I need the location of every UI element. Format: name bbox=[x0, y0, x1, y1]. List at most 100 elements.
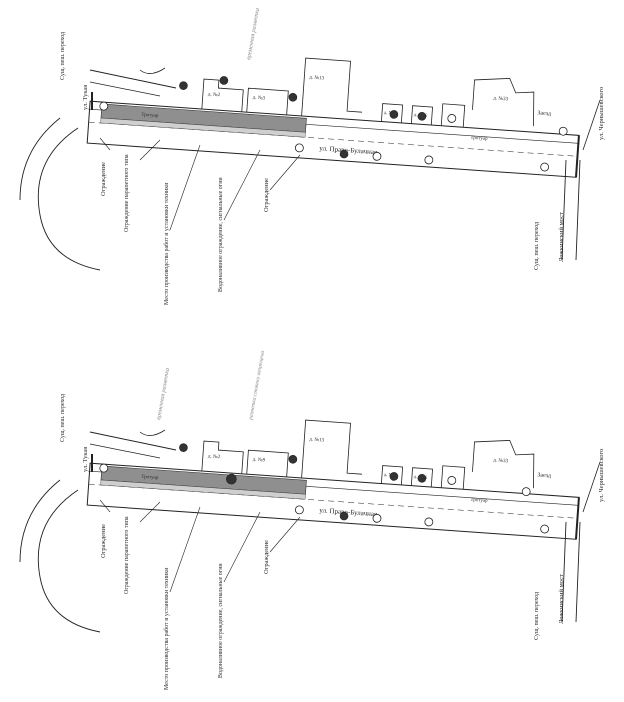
zaezd-label: Заезд bbox=[537, 472, 551, 479]
leader bbox=[269, 154, 301, 191]
work-site-label: Место производства работ и установки тех… bbox=[163, 182, 170, 305]
leader bbox=[99, 499, 111, 513]
sign-icon bbox=[447, 114, 457, 123]
building-outline bbox=[472, 439, 535, 489]
building-outline bbox=[301, 419, 363, 478]
building-outline bbox=[246, 87, 289, 115]
leader bbox=[223, 149, 261, 221]
building-number: д. №2 bbox=[208, 91, 221, 98]
fence-label: Ограждение bbox=[263, 540, 270, 574]
curb-arc bbox=[19, 479, 61, 563]
curb-arc bbox=[19, 117, 61, 201]
sign-icon bbox=[424, 517, 434, 527]
street-right-label: ул. Чернышевского bbox=[598, 87, 605, 140]
fence-label: Ограждение bbox=[100, 524, 107, 558]
road-edge bbox=[139, 429, 166, 436]
sign-icon bbox=[294, 143, 304, 153]
bridge-edge bbox=[575, 159, 581, 261]
street-name: ул. Право-Булачная bbox=[319, 506, 378, 518]
water-fence-label: Водоналивное ограждение, сигнальные огни bbox=[218, 563, 224, 678]
sign-icon bbox=[179, 81, 188, 90]
leader bbox=[99, 137, 111, 151]
leader bbox=[223, 511, 261, 583]
sidewalk-label: Тротуар bbox=[470, 498, 488, 504]
leader bbox=[169, 144, 201, 231]
plan-bottom: Тротуар Тротуар ул. Право-Булачная д. №2… bbox=[19, 350, 605, 690]
road-edge bbox=[582, 99, 601, 151]
street-band-bottom: Тротуар Тротуар ул. Право-Булачная д. №2… bbox=[86, 419, 580, 540]
sign-icon bbox=[389, 472, 399, 481]
sidewalk-label: Тротуар bbox=[141, 475, 159, 481]
sign-icon bbox=[417, 112, 427, 121]
fence-parapet-label: Ограждение парапетного типа bbox=[124, 154, 130, 232]
sign-icon bbox=[339, 149, 349, 159]
leader bbox=[269, 516, 301, 553]
building-outline bbox=[472, 77, 535, 127]
fence-label: Ограждение bbox=[100, 162, 107, 196]
building-number: д. №9 bbox=[253, 457, 266, 464]
road-edge bbox=[582, 461, 601, 513]
building-outline bbox=[440, 465, 466, 490]
crosswalk-right bbox=[575, 135, 580, 178]
building-outline bbox=[410, 105, 433, 126]
street-band-top: Тротуар Тротуар ул. Право-Булачная д. №2… bbox=[86, 57, 580, 178]
curb-arc bbox=[37, 489, 101, 633]
sign-icon bbox=[424, 155, 434, 165]
fence-label: Ограждение bbox=[263, 178, 270, 212]
sign-icon bbox=[447, 476, 457, 485]
leader bbox=[169, 506, 201, 593]
building-outline bbox=[410, 467, 433, 488]
road-edge bbox=[89, 431, 177, 451]
building-number: д. №13 bbox=[309, 74, 325, 81]
sign-icon bbox=[372, 513, 382, 523]
water-barrier bbox=[100, 479, 306, 500]
crossing-label: Сущ. пеш. переход bbox=[534, 222, 540, 270]
crosswalk-right bbox=[575, 497, 580, 540]
sign-icon bbox=[372, 151, 382, 161]
sign-icon bbox=[219, 76, 229, 85]
sign-icon bbox=[288, 93, 298, 102]
sign-icon bbox=[417, 474, 427, 483]
sign-icon bbox=[521, 487, 531, 497]
building-outline bbox=[301, 57, 363, 116]
leader bbox=[139, 139, 161, 161]
sidewalk-label: Тротуар bbox=[141, 113, 159, 119]
sign-icon bbox=[339, 511, 349, 521]
work-site-label: Место производства работ и установки тех… bbox=[163, 567, 170, 690]
bridge-label: Ложкинский мост bbox=[558, 574, 565, 624]
sidewalk-label: Тротуар bbox=[470, 136, 488, 142]
building-outline bbox=[381, 103, 404, 123]
zaezd-label: Заезд bbox=[537, 110, 551, 117]
bridge-edge bbox=[575, 521, 581, 623]
curb-arc bbox=[37, 127, 101, 271]
sign-icon bbox=[389, 110, 399, 119]
street-right-label: ул. Чернышевского bbox=[598, 449, 605, 502]
pencil-note: временная разметка bbox=[156, 368, 171, 421]
building-outline bbox=[440, 103, 466, 128]
bridge-edge bbox=[561, 159, 567, 261]
bridge-label: Ложкинский мост bbox=[558, 212, 565, 262]
building-outline bbox=[246, 449, 289, 477]
sign-icon bbox=[179, 443, 188, 452]
building-number: д. №3 bbox=[253, 95, 266, 102]
sign-icon bbox=[288, 455, 298, 464]
sign-icon bbox=[226, 473, 237, 485]
sign-icon bbox=[99, 463, 109, 473]
pencil-note: временная разметка bbox=[246, 8, 261, 61]
leader bbox=[139, 501, 161, 523]
bridge-edge bbox=[561, 521, 567, 623]
street-left-label: ул. Тукая bbox=[82, 447, 89, 472]
building-number: д. №13 bbox=[309, 436, 325, 443]
fence-parapet-label: Ограждение парапетного типа bbox=[124, 516, 130, 594]
building-outline bbox=[201, 78, 244, 112]
road-edge bbox=[139, 67, 166, 74]
building-number: д. №33 bbox=[493, 457, 509, 464]
sign-icon bbox=[99, 101, 109, 111]
sign-icon bbox=[540, 524, 550, 534]
sign-icon bbox=[540, 162, 550, 172]
road-edge bbox=[89, 81, 161, 97]
sign-icon bbox=[294, 505, 304, 515]
pencil-note: разметка стоянки запрещена bbox=[248, 350, 266, 421]
road-edge bbox=[89, 443, 161, 459]
